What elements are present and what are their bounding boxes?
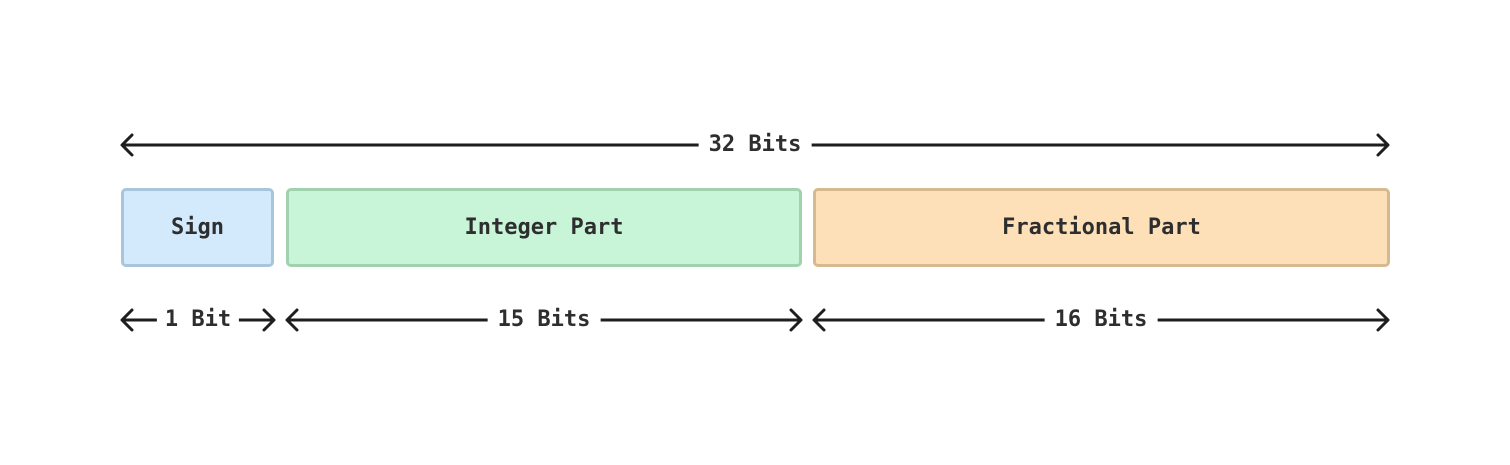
total-width-label: 32 Bits bbox=[698, 130, 812, 160]
total-width-dimension: 32 Bits bbox=[120, 130, 1390, 160]
sign-width-dimension: 1 Bit bbox=[120, 305, 276, 335]
integer-width-label: 15 Bits bbox=[487, 305, 601, 335]
sign-field: Sign bbox=[121, 188, 274, 267]
sign-field-label: Sign bbox=[171, 215, 224, 240]
fractional-width-dimension: 16 Bits bbox=[812, 305, 1390, 335]
integer-width-dimension: 15 Bits bbox=[285, 305, 803, 335]
integer-part-field: Integer Part bbox=[286, 188, 802, 267]
fractional-part-field: Fractional Part bbox=[813, 188, 1390, 267]
fractional-part-field-label: Fractional Part bbox=[1002, 215, 1201, 240]
sign-width-label: 1 Bit bbox=[156, 305, 240, 335]
integer-part-field-label: Integer Part bbox=[464, 215, 624, 240]
fractional-width-label: 16 Bits bbox=[1044, 305, 1158, 335]
